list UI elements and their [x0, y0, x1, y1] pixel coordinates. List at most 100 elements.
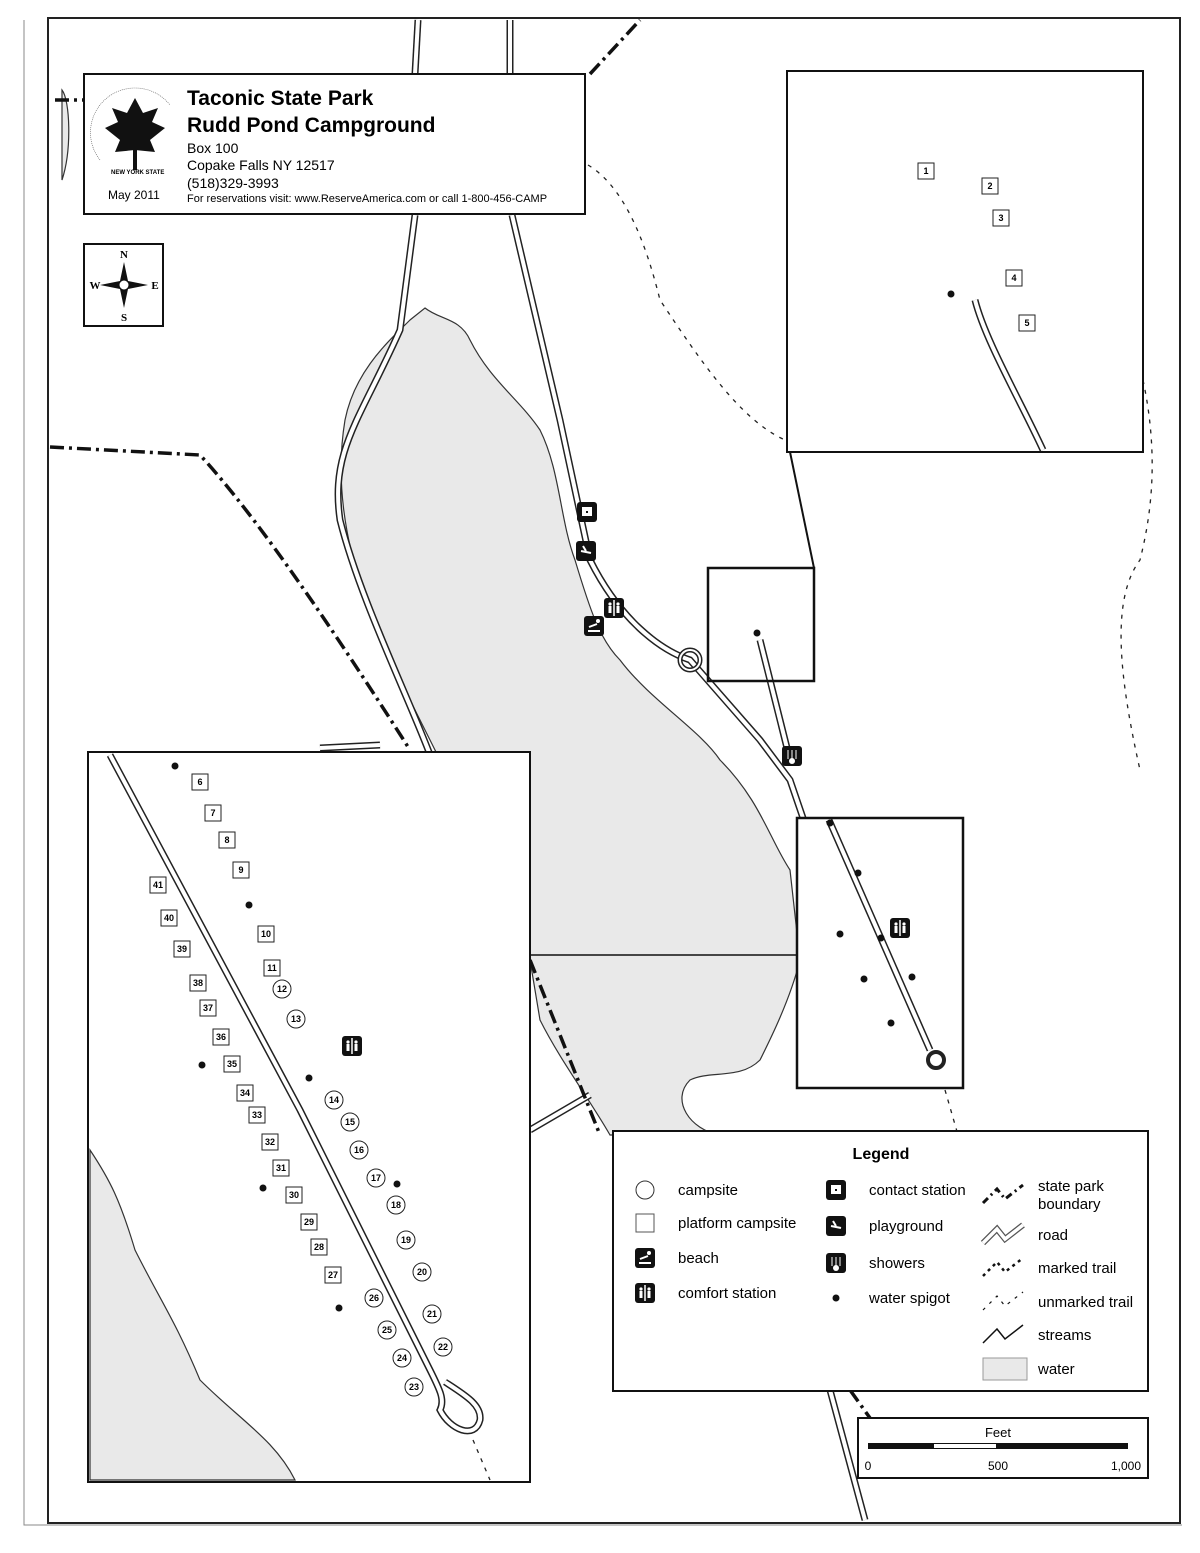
address-box: Box 100: [187, 140, 239, 156]
legend-label: water spigot: [868, 1290, 951, 1307]
legend-item: streams: [982, 1324, 1091, 1344]
nys-parks-logo: [90, 87, 171, 170]
water-spigot-icon: [259, 1184, 267, 1192]
site-number: 18: [391, 1200, 401, 1210]
platform-campsite[interactable]: 34: [236, 1084, 254, 1102]
playground-icon: [576, 541, 596, 561]
compass-rose: N S W E: [83, 243, 164, 327]
map-frame: [47, 17, 1181, 1524]
locator-box: [706, 566, 816, 683]
site-number: 35: [227, 1059, 237, 1069]
platform-campsite[interactable]: 6: [191, 773, 209, 791]
legend-label: comfort station: [678, 1285, 776, 1302]
platform-campsite[interactable]: 7: [204, 804, 222, 822]
site-number: 20: [417, 1267, 427, 1277]
platform-campsite[interactable]: 8: [218, 831, 236, 849]
site-number: 38: [193, 978, 203, 988]
campsite[interactable]: 23: [404, 1377, 424, 1397]
platform-campsite[interactable]: 40: [160, 909, 178, 927]
site-number: 39: [177, 944, 187, 954]
campsite[interactable]: 24: [392, 1348, 412, 1368]
state-park-boundary: [848, 1388, 872, 1420]
platform-campsite[interactable]: 30: [285, 1186, 303, 1204]
legend-item: comfort station: [635, 1283, 776, 1303]
legend-label: unmarked trail: [1038, 1294, 1133, 1311]
platform-campsite[interactable]: 4: [1005, 269, 1023, 287]
beach-icon: [584, 616, 604, 636]
platform-campsite[interactable]: 33: [248, 1106, 266, 1124]
campsite[interactable]: 20: [412, 1262, 432, 1282]
campsite[interactable]: 25: [377, 1320, 397, 1340]
platform-campsite[interactable]: 41: [149, 876, 167, 894]
platform-campsite[interactable]: 2: [981, 177, 999, 195]
platform-campsite[interactable]: 39: [173, 940, 191, 958]
comfort-station-icon: [890, 918, 910, 938]
campsite[interactable]: 14: [324, 1090, 344, 1110]
platform-campsite[interactable]: 11: [263, 959, 281, 977]
platform-campsite[interactable]: 35: [223, 1055, 241, 1073]
legend-item: beach: [635, 1248, 719, 1268]
site-number: 41: [153, 880, 163, 890]
scale-title: Feet: [985, 1425, 1011, 1440]
legend-item: water spigot: [832, 1290, 951, 1307]
legend-label: water: [1037, 1361, 1075, 1378]
campsite[interactable]: 12: [272, 979, 292, 999]
campsite[interactable]: 17: [366, 1168, 386, 1188]
campsite[interactable]: 18: [386, 1195, 406, 1215]
platform-campsite[interactable]: 28: [310, 1238, 328, 1256]
campsite[interactable]: 19: [396, 1230, 416, 1250]
water-spigot-icon: [198, 1061, 206, 1069]
water-spigot-icon: [860, 975, 868, 983]
platform-campsite[interactable]: 31: [272, 1159, 290, 1177]
roads: [319, 19, 869, 1521]
site-number: 11: [267, 963, 277, 973]
platform-campsite[interactable]: 5: [1018, 314, 1036, 332]
platform-campsite[interactable]: 1: [917, 162, 935, 180]
comfort-station-icon: [342, 1036, 362, 1056]
contact-station-icon: [577, 502, 597, 522]
site-number: 3: [998, 213, 1003, 223]
water-spigot-icon: [908, 973, 916, 981]
campsite[interactable]: 13: [286, 1009, 306, 1029]
platform-campsite[interactable]: 9: [232, 861, 250, 879]
water-spigot-icon: [887, 1019, 895, 1027]
phone-number: (518)329-3993: [187, 175, 279, 191]
legend-item: contact station: [826, 1180, 966, 1200]
platform-campsite[interactable]: 36: [212, 1028, 230, 1046]
legend-item: water: [982, 1357, 1075, 1381]
scale-tick: 500: [988, 1459, 1008, 1473]
campsite[interactable]: 22: [433, 1337, 453, 1357]
comfort-station-icon: [635, 1283, 655, 1303]
site-number: 21: [427, 1309, 437, 1319]
platform-campsite[interactable]: 38: [189, 974, 207, 992]
compass-w: W: [90, 280, 101, 292]
reservations-info: For reservations visit: www.ReserveAmeri…: [187, 193, 547, 205]
campsite[interactable]: 21: [422, 1304, 442, 1324]
state-park-boundary: [588, 18, 642, 76]
unmarked-trail: [587, 164, 786, 441]
campsite[interactable]: 26: [364, 1288, 384, 1308]
site-number: 23: [409, 1382, 419, 1392]
legend-label: showers: [869, 1255, 925, 1272]
legend-title: Legend: [853, 1146, 910, 1163]
platform-campsite[interactable]: 29: [300, 1213, 318, 1231]
platform-campsite[interactable]: 32: [261, 1133, 279, 1151]
contact-station-icon: [826, 1180, 846, 1200]
platform-campsite[interactable]: 37: [199, 999, 217, 1017]
platform-campsite[interactable]: 10: [257, 925, 275, 943]
scale-tick: 0: [865, 1459, 872, 1473]
compass-n: N: [120, 249, 128, 261]
campsite[interactable]: 16: [349, 1140, 369, 1160]
inset-water: [89, 1148, 296, 1481]
platform-campsite[interactable]: 27: [324, 1266, 342, 1284]
legend-label: boundary: [1038, 1196, 1101, 1213]
site-number: 15: [345, 1117, 355, 1127]
campsite[interactable]: 15: [340, 1112, 360, 1132]
site-number: 40: [164, 913, 174, 923]
site-number: 9: [238, 865, 243, 875]
site-number: 4: [1011, 273, 1016, 283]
platform-campsite[interactable]: 3: [992, 209, 1010, 227]
site-number: 28: [314, 1242, 324, 1252]
